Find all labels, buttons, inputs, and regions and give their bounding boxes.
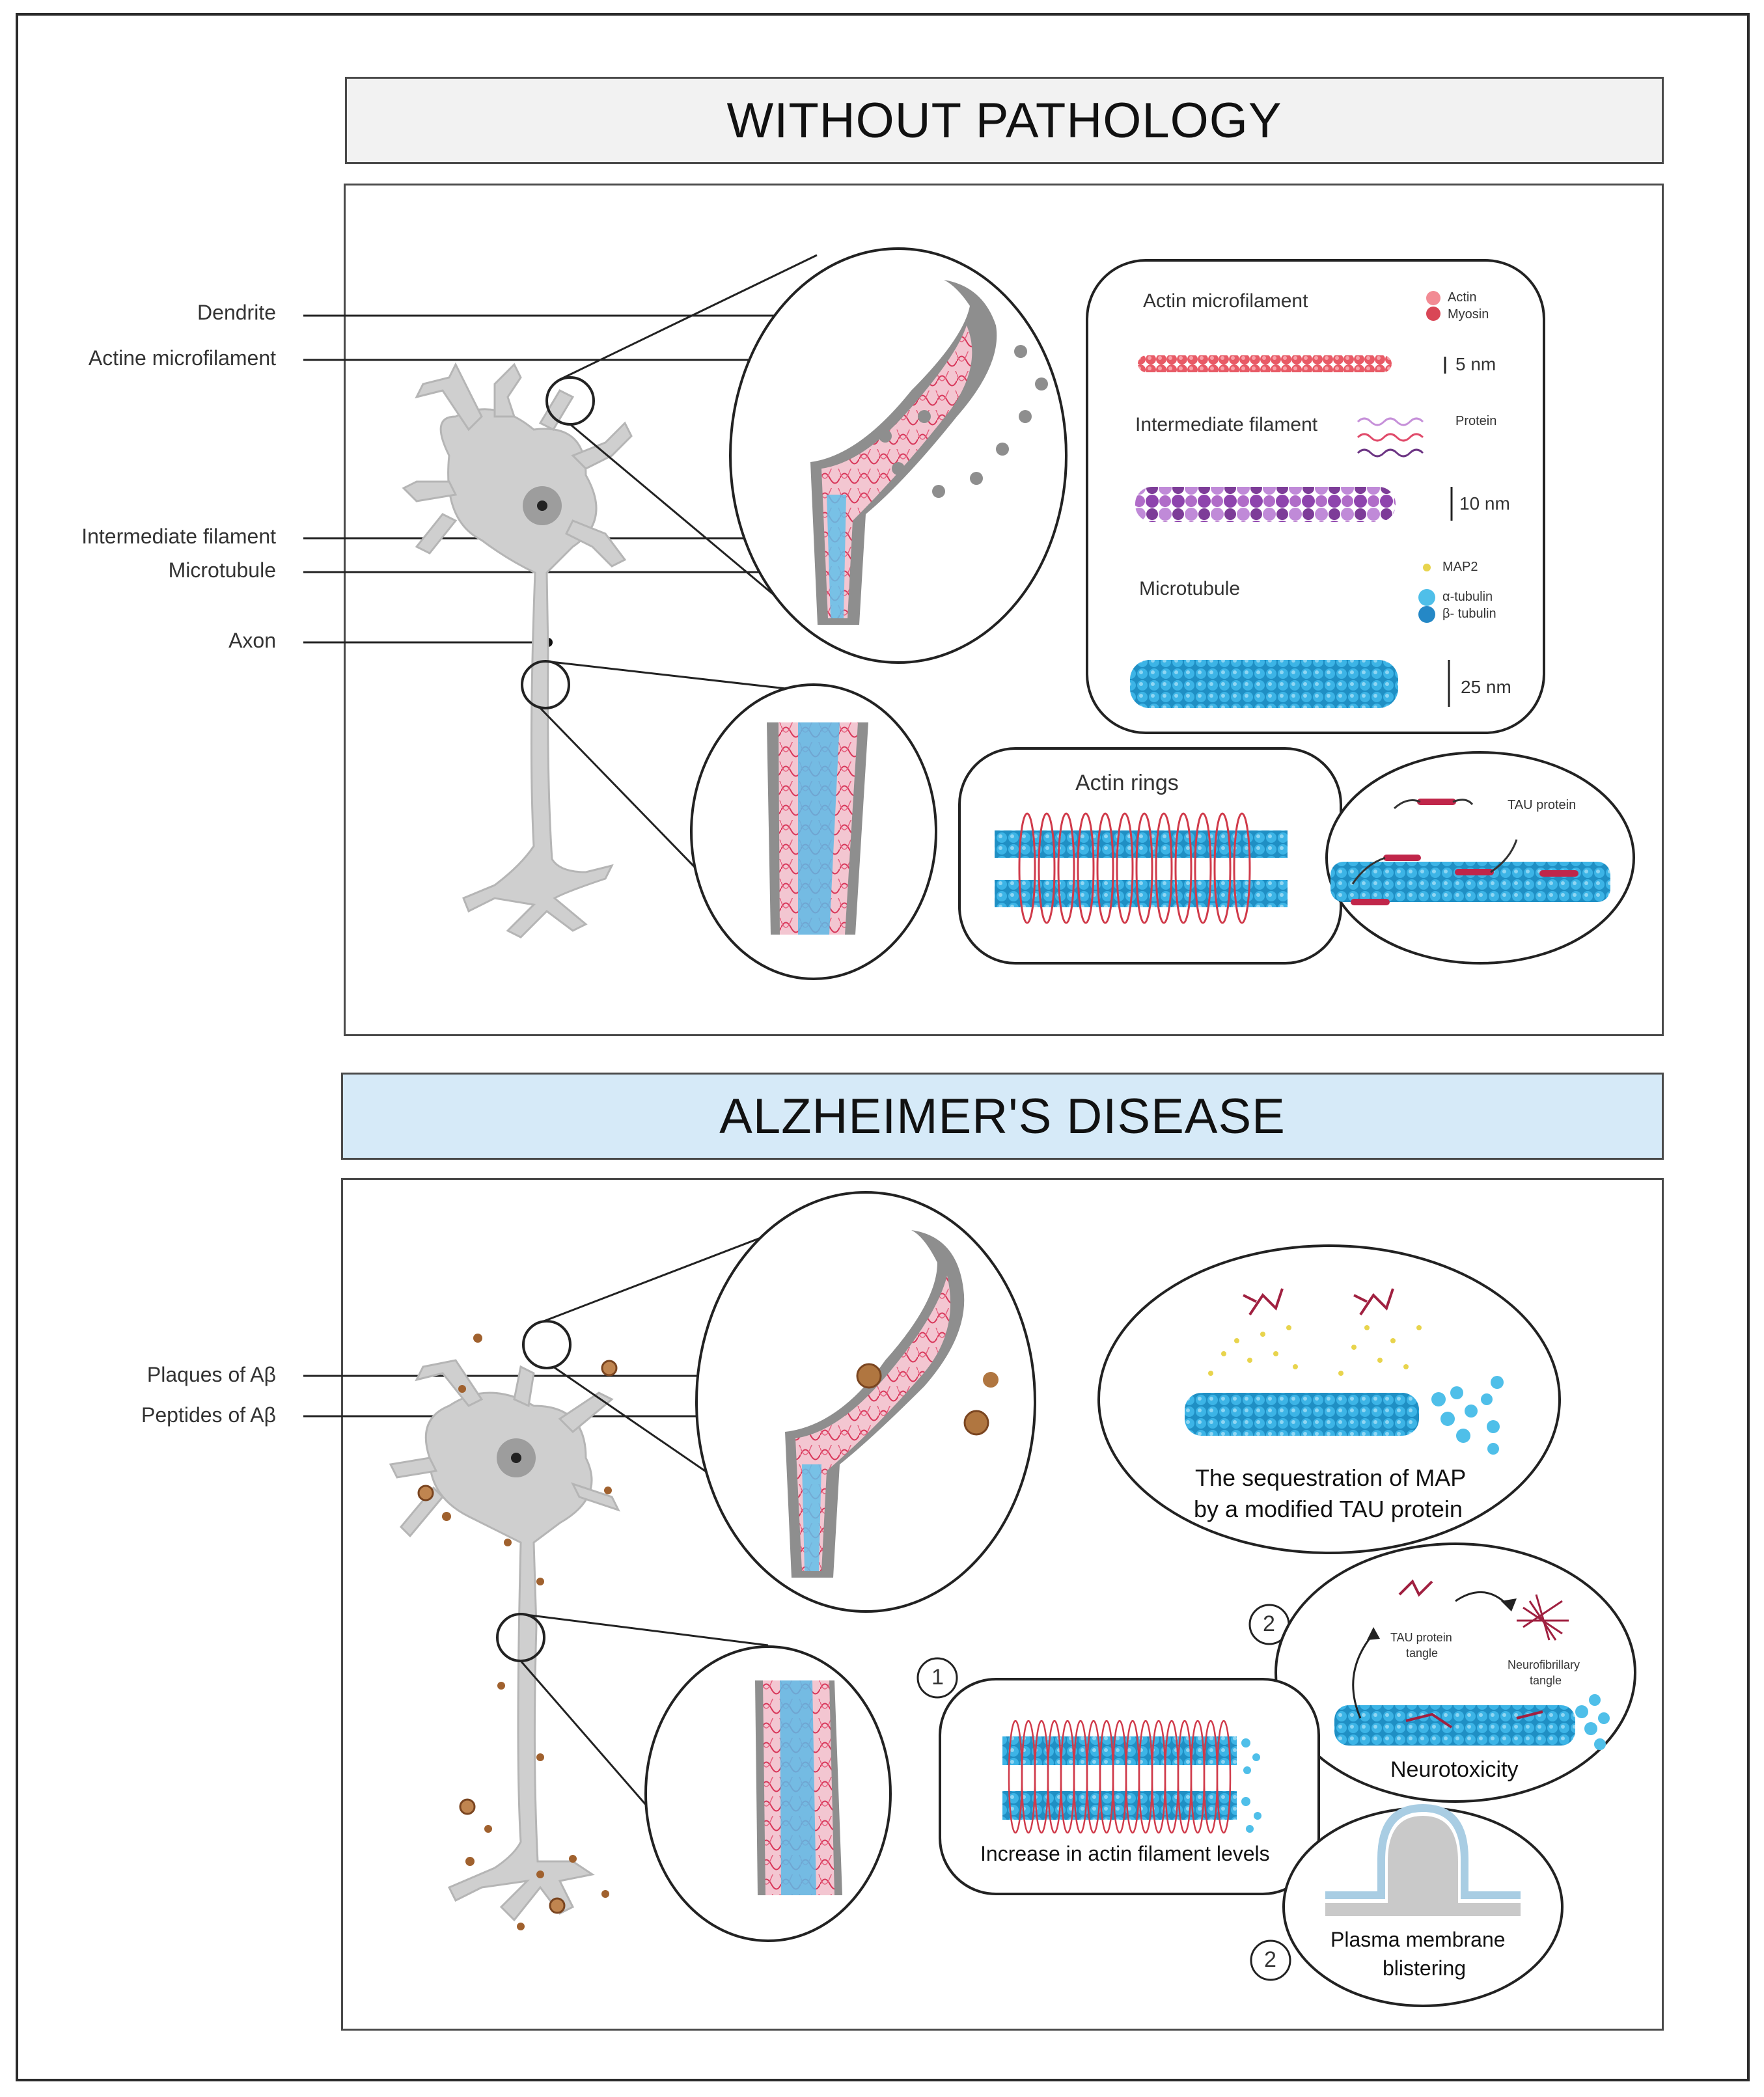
disease-neuron: [389, 1359, 620, 1922]
neurotoxicity-free-tubulin: [1575, 1694, 1610, 1750]
legend-mt-key-alpha: α-tubulin: [1442, 590, 1493, 604]
tau-tangle-label-2: tangle: [1406, 1647, 1439, 1660]
step-badges: [916, 1604, 1291, 1981]
neurotoxicity-arrowhead-1: [1367, 1627, 1380, 1640]
disease-dendrite-microtubule: [802, 1464, 821, 1571]
disease-zoom-peptide-1: [983, 1372, 999, 1388]
myosin-key-icon: [1426, 307, 1440, 321]
actin-key-icon: [1426, 291, 1440, 305]
actin-increase-box: [939, 1678, 1320, 1895]
legend-if-title: Intermediate filament: [1135, 414, 1318, 435]
legend-actin-size: 5 nm: [1455, 354, 1496, 374]
legend-actin-title: Actin microfilament: [1143, 290, 1308, 312]
legend-mt-size: 25 nm: [1461, 677, 1511, 697]
zoom-projection-lines: [539, 254, 821, 978]
tau-protein-label: TAU protein: [1508, 798, 1577, 812]
tau-microtubule-circle: [1325, 751, 1635, 965]
label-dendrite: Dendrite: [197, 301, 276, 324]
actin-increase-loops: [1008, 1720, 1232, 1834]
step-number-actin: 1: [931, 1665, 944, 1690]
blistering-caption-2: blistering: [1383, 1956, 1467, 1980]
healthy-banner: WITHOUT PATHOLOGY: [345, 77, 1664, 164]
if-protein-key-icon: [1357, 417, 1424, 458]
label-plaques-abeta: Plaques of Aβ: [146, 1363, 276, 1386]
step-number-blistering: 2: [1264, 1947, 1276, 1972]
actin-rings-mt-upper: [995, 830, 1288, 858]
tau-tangle-label-1: TAU protein: [1390, 1631, 1452, 1644]
blistering-caption-1: Plasma membrane: [1330, 1928, 1506, 1951]
legend-if-key: Protein: [1455, 414, 1497, 428]
healthy-neuron: [402, 362, 633, 939]
sequestration-tau: [1243, 1288, 1394, 1316]
dendrite-zoom-microtubule: [827, 495, 846, 618]
actin-increase-free-tubulin: [1241, 1738, 1261, 1833]
microtubule-drawing: [1130, 660, 1398, 708]
disease-dendrite-actin: [795, 1276, 951, 1571]
step-number-neurotoxicity: 2: [1263, 1611, 1275, 1636]
actin-rings-title: Actin rings: [1075, 771, 1179, 795]
neurotoxicity-microtubule: [1334, 1705, 1575, 1746]
label-peptides-abeta: Peptides of Aβ: [141, 1403, 276, 1427]
actin-increase-caption: Increase in actin filament levels: [980, 1842, 1270, 1865]
disease-title: ALZHEIMER'S DISEASE: [719, 1088, 1286, 1144]
actin-rings-mt-lower: [995, 880, 1288, 907]
actin-rings-loops: [1018, 812, 1251, 924]
sequestration-caption-1: The sequestration of MAP: [1195, 1464, 1467, 1491]
label-intermediate-filament: Intermediate filament: [81, 525, 276, 548]
nft-label-1: Neurofibrillary: [1508, 1658, 1580, 1671]
label-actine-microfilament: Actine microfilament: [88, 346, 276, 370]
intermediate-filament-drawing: [1135, 487, 1396, 522]
alpha-tubulin-key-icon: [1418, 589, 1435, 606]
legend-mt-key-beta: β- tubulin: [1442, 607, 1496, 621]
amyloid-plaques: [417, 1360, 618, 1914]
legend-actin-key-actin: Actin: [1448, 290, 1477, 305]
disease-axon-microtubules: [780, 1680, 816, 1895]
healthy-title: WITHOUT PATHOLOGY: [726, 92, 1282, 148]
disease-zoom-plaque-2: [963, 1410, 989, 1436]
axon-zoom-microtubules: [798, 722, 840, 935]
dendrite-spines: [879, 345, 1048, 498]
healthy-nucleolus: [537, 500, 547, 511]
label-microtubule: Microtubule: [168, 558, 276, 582]
tau-microtubule-drawing: [1330, 862, 1610, 902]
actin-increase-mt-lower: [1002, 1791, 1237, 1820]
actin-increase-mt-upper: [1002, 1736, 1237, 1765]
amyloid-peptides: [442, 1334, 612, 1930]
disease-nucleolus: [511, 1453, 521, 1463]
legend-mt-key-map2: MAP2: [1442, 560, 1478, 574]
neurofibrillary-tangle-drawing: [1517, 1594, 1569, 1641]
tau-protein-segments: [1351, 799, 1578, 905]
legend-if-size: 10 nm: [1459, 493, 1510, 514]
disease-banner: ALZHEIMER'S DISEASE: [341, 1073, 1664, 1160]
neurotoxicity-tau: [1398, 1579, 1543, 1729]
tau-protein-tails: [1351, 799, 1518, 884]
sequestration-free-tubulin: [1431, 1376, 1504, 1455]
sequestration-map-dots: [1208, 1325, 1422, 1376]
map2-key-icon: [1423, 564, 1431, 571]
beta-tubulin-key-icon: [1418, 606, 1435, 623]
label-axon: Axon: [228, 629, 276, 652]
disease-zoom-marker-dendrite: [522, 1320, 572, 1369]
blistering-membrane-outer: [1325, 1816, 1521, 1916]
disease-zoom-plaque-1: [856, 1363, 882, 1389]
neurotoxicity-arrows: [1352, 1591, 1509, 1719]
outer-frame: [16, 13, 1750, 2081]
neurotoxicity-arrowhead-2: [1501, 1598, 1517, 1611]
legend-mt-title: Microtubule: [1139, 578, 1241, 599]
legend-actin-key-myosin: Myosin: [1448, 307, 1489, 322]
sequestration-caption-2: by a modified TAU protein: [1194, 1496, 1463, 1522]
neurotoxicity-title: Neurotoxicity: [1390, 1757, 1519, 1782]
sequestration-microtubule: [1185, 1393, 1419, 1436]
nft-label-2: tangle: [1530, 1674, 1562, 1687]
actin-filament-drawing: [1138, 355, 1392, 372]
